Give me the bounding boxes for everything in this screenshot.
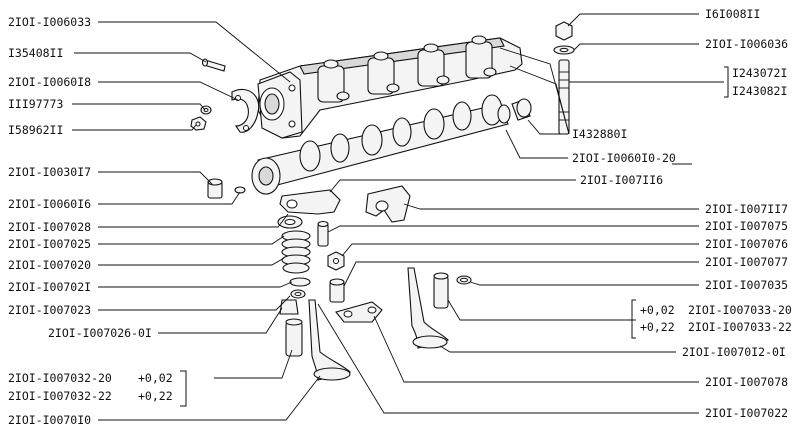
label-2101-1007012: 2IOI-I0070I2-0I [682, 345, 786, 359]
label-2101-1007020: 2IOI-I007020 [8, 258, 91, 272]
label-111977: III97773 [8, 97, 63, 111]
label-2101-1007035: 2IOI-I007035 [705, 278, 788, 292]
label-2101-1007025: 2IOI-I007025 [8, 237, 91, 251]
label-2101-1003017: 2IOI-I0030I7 [8, 165, 91, 179]
oversize-right-b: +0,22 [640, 320, 675, 334]
labels: 2IOI-I006033 I35408II 2IOI-I0060I8 III97… [8, 7, 792, 427]
label-2101-1007021: 2IOI-I00702I [8, 280, 91, 294]
label-124308: I243082I [732, 84, 787, 98]
plug-143288 [511, 98, 532, 121]
valve-guide-left [285, 318, 303, 357]
label-158962: I58962II [8, 123, 63, 137]
oversize-left-a: +0,02 [138, 371, 173, 385]
label-2101-1006036: 2IOI-I006036 [705, 37, 788, 51]
label-2101-1007023: 2IOI-I007023 [8, 303, 91, 317]
bushing-1007077 [329, 278, 345, 303]
camshaft-housing [257, 35, 523, 139]
label-2101-1007026: 2IOI-I007026-0I [48, 326, 152, 340]
label-2101-1007032-22: 2IOI-I007032-22 [8, 389, 112, 403]
label-2101-1007010: 2IOI-I0070I0 [8, 413, 91, 427]
rocker-arm [279, 189, 341, 215]
valve-guide-right [433, 272, 449, 309]
label-124307: I243072I [732, 66, 787, 80]
adjusting-bolt [317, 220, 329, 247]
label-2101-1007022: 2IOI-I007022 [705, 406, 788, 420]
valve-springs [281, 230, 311, 274]
bolt-locknut [327, 251, 345, 271]
camshaft [251, 94, 511, 195]
label-2101-1006018: 2IOI-I0060I8 [8, 75, 91, 89]
brackets [180, 66, 729, 407]
thrust-flange [231, 88, 260, 133]
oversize-right-a: +0,02 [640, 303, 675, 317]
label-2101-1007075: 2IOI-I007075 [705, 219, 788, 233]
label-2101-1007077: 2IOI-I007077 [705, 255, 788, 269]
label-135408: I35408II [8, 46, 63, 60]
label-2101-1007078: 2IOI-I007078 [705, 375, 788, 389]
label-2101-1007028: 2IOI-I007028 [8, 220, 91, 234]
label-2101-1006033: 2IOI-I006033 [8, 15, 91, 29]
oversize-left-b: +0,22 [138, 389, 173, 403]
leader-lines [72, 13, 724, 421]
retaining-ring [456, 275, 472, 285]
label-2101-1007032-20: 2IOI-I007032-20 [8, 371, 112, 385]
valve-stem-seal [279, 299, 299, 315]
label-2101-1007076: 2IOI-I007076 [705, 237, 788, 251]
rocker-spring [365, 185, 411, 223]
label-143288: I432880I [572, 127, 627, 141]
label-2101-1007033-20: 2IOI-I007033-20 [688, 303, 792, 317]
label-2101-1006016: 2IOI-I0060I6 [8, 197, 91, 211]
exhaust-valve [407, 267, 450, 349]
spring-washers [289, 277, 311, 299]
label-2101-1007116: 2IOI-I007II6 [580, 173, 663, 187]
lock-plate [335, 301, 383, 323]
bolt-135408 [201, 58, 226, 72]
stud-assembly [553, 21, 575, 135]
pin-1006016 [234, 186, 246, 194]
intake-valve [308, 299, 352, 381]
label-2101-1007117: 2IOI-I007II7 [705, 202, 788, 216]
label-161008: I6I008II [705, 7, 760, 21]
label-2101-1007033-22: 2IOI-I007033-22 [688, 320, 792, 334]
label-2101-1006010: 2IOI-I0060I0-20 [572, 151, 676, 165]
